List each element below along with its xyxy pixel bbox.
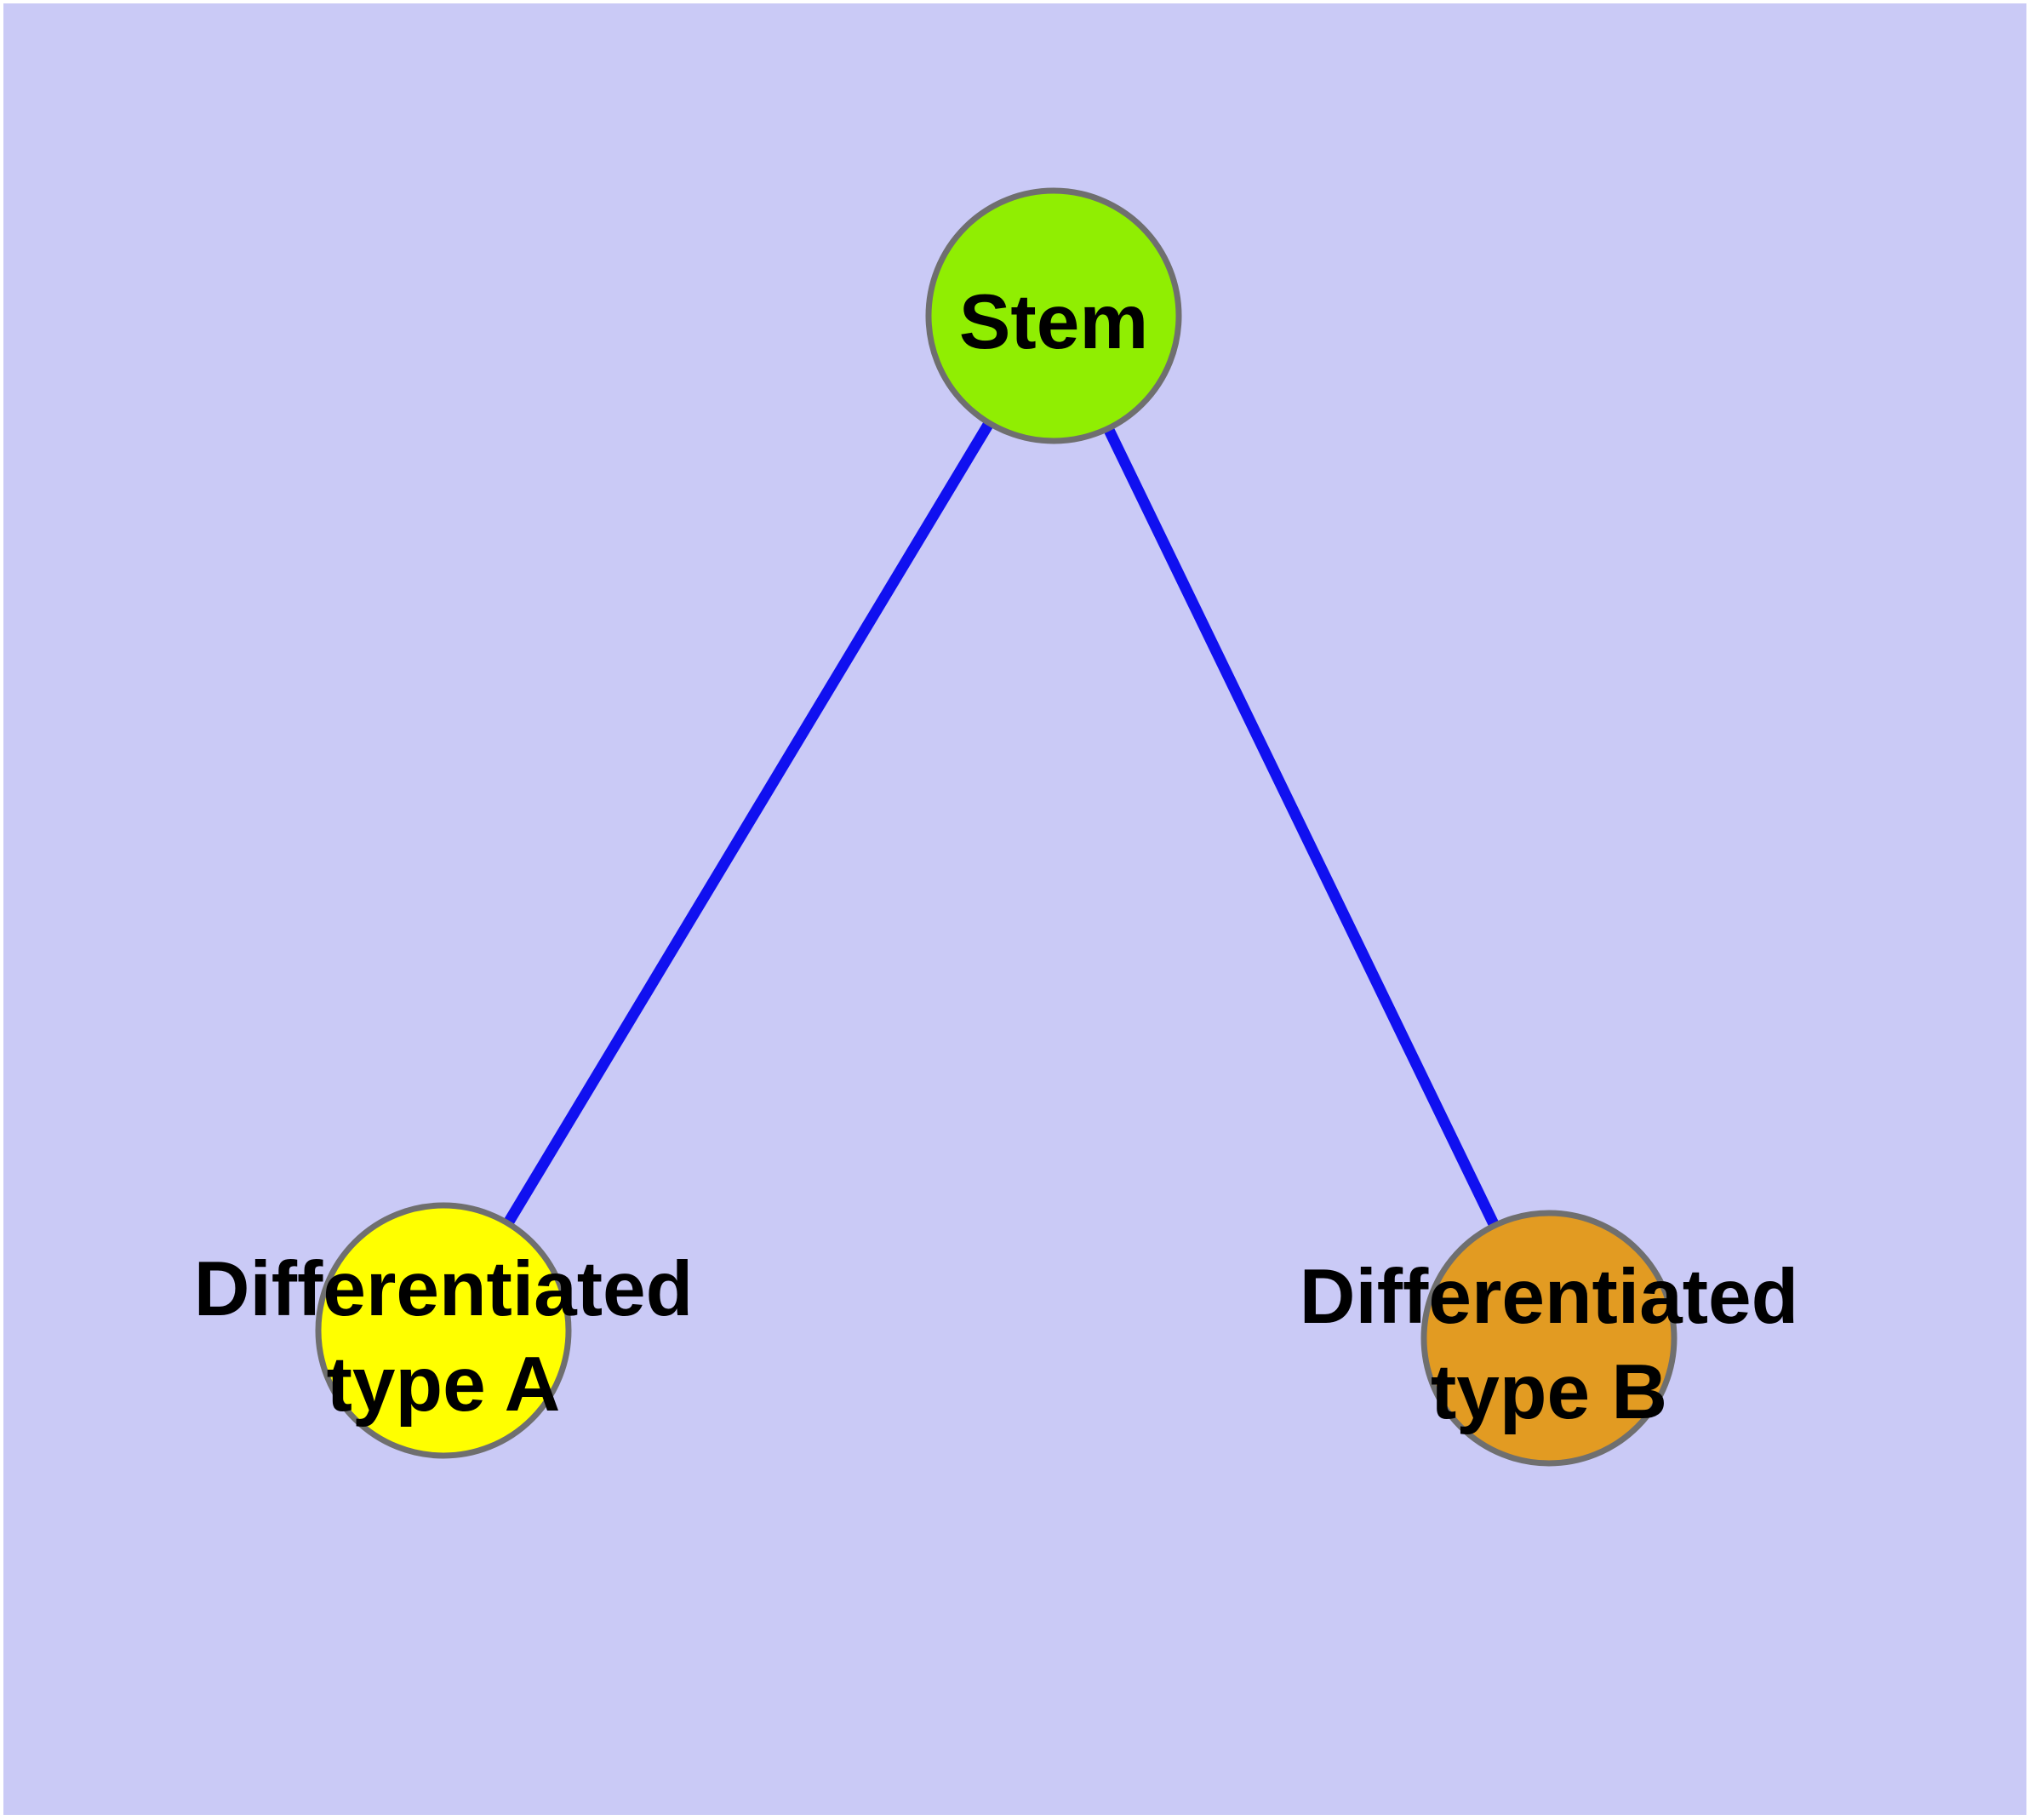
node-circle-differentiated-type-a bbox=[315, 1202, 572, 1459]
node-circle-differentiated-type-b bbox=[1420, 1210, 1677, 1467]
node-circle-stem bbox=[925, 187, 1182, 444]
edge-line-stem-differentiated-type-a bbox=[438, 312, 1059, 1334]
edge-line-stem-differentiated-type-b bbox=[1049, 313, 1554, 1341]
